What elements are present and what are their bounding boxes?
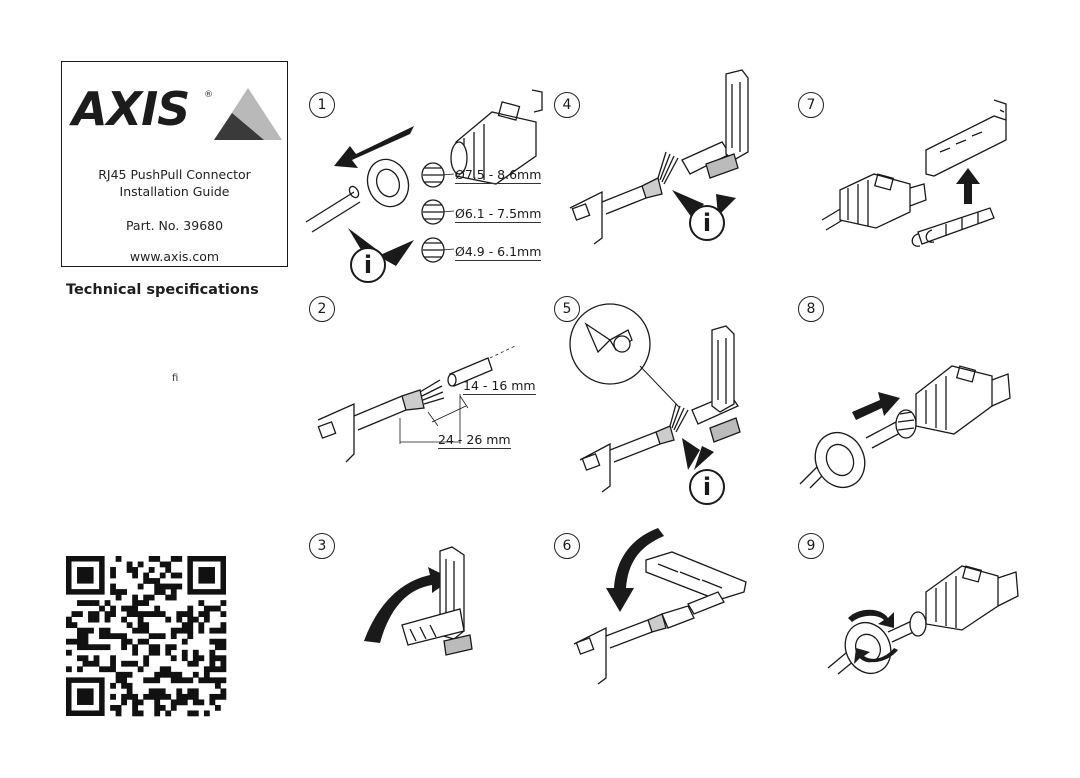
step-6-illustration [573,528,747,685]
step-3-illustration [364,546,473,656]
step-2-illustration [317,345,516,463]
step-number-2: 2 [309,296,335,322]
product-title-line1: RJ45 PushPull Connector [98,167,251,182]
info-icon: i [350,247,386,283]
website-link[interactable]: www.axis.com [129,249,220,264]
product-title-line2: Installation Guide [119,184,230,199]
info-icon: i [689,469,725,505]
step-8-illustration [799,365,1011,489]
brand-wordmark: AXIS [72,82,190,136]
info-icon: i [689,205,725,241]
dim-label-2b: 24 - 26 mm [438,432,511,449]
step-4-illustration [569,69,749,245]
dim-label-1c: Ø4.9 - 6.1mm [455,244,542,261]
step-number-8: 8 [798,296,824,322]
direction-arrow-icon [956,168,980,204]
dim-label-2a: 14 - 16 mm [463,378,536,395]
step-number-4: 4 [554,92,580,118]
step-5-illustration [569,303,741,493]
step-number-7: 7 [798,92,824,118]
dim-label-1a: Ø7.5 - 8.6mm [455,167,542,184]
step-number-6: 6 [554,533,580,559]
axis-logo-triangle-icon [214,88,282,140]
step-7-illustration [821,99,1007,247]
part-number: Part. No. 39680 [125,218,224,233]
step-number-3: 3 [309,533,335,559]
step-1-illustration [305,89,543,266]
direction-arrow-icon [852,392,900,420]
rotate-arrow-icon [364,567,452,643]
dim-label-1b: Ø6.1 - 7.5mm [455,206,542,223]
technical-specifications-heading: Technical specifications [66,282,259,298]
step-9-illustration [827,565,1019,675]
qr-code-icon[interactable] [66,556,227,717]
stray-glyph: fi [172,373,179,384]
axis-logo: AXIS ® [66,82,286,152]
step-number-5: 5 [554,296,580,322]
rotate-arrow-icon [606,528,664,612]
step-number-9: 9 [798,533,824,559]
registered-mark: ® [204,90,213,100]
step-number-1: 1 [309,92,335,118]
direction-arrow-icon [334,126,414,168]
